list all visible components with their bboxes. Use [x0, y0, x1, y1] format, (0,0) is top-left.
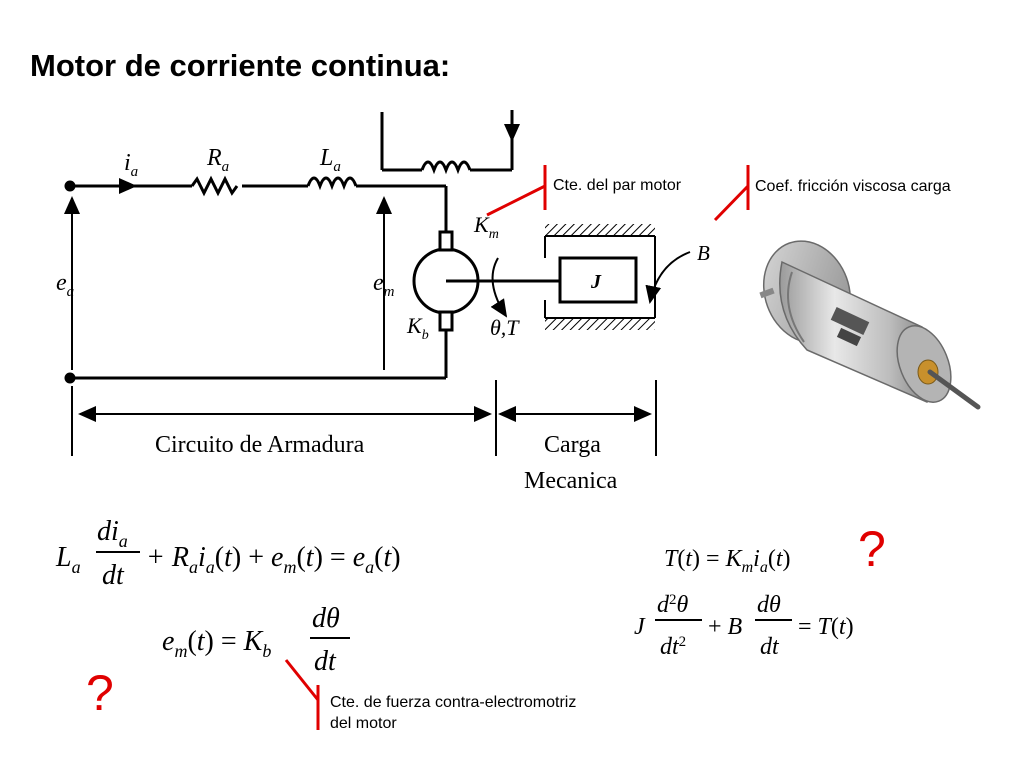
j-label: J: [590, 271, 602, 293]
la-label: La: [319, 145, 341, 175]
svg-text:dia: dia: [97, 516, 128, 551]
svg-text:= T(t): = T(t): [798, 614, 854, 640]
ea-label: ea: [56, 270, 74, 300]
svg-text:T(t) = Kmia(t): T(t) = Kmia(t): [664, 546, 790, 576]
svg-text:dθ: dθ: [757, 592, 781, 618]
ra-label: Ra: [206, 145, 229, 175]
svg-text:+ B: + B: [708, 614, 743, 640]
km-label: Km: [473, 212, 499, 242]
svg-text:dθ: dθ: [312, 603, 340, 634]
equation-1: La dia dt + Raia(t) + em(t) = ea(t): [55, 516, 401, 591]
theta-t-label: θ,T: [490, 315, 520, 340]
svg-text:+ Raia(t) + em(t) = ea(t): + Raia(t) + em(t) = ea(t): [146, 542, 401, 577]
load-label-2: Mecanica: [524, 468, 618, 494]
dc-motor-photo-icon: [759, 240, 981, 410]
svg-text:dt: dt: [314, 646, 337, 677]
kb-label: Kb: [406, 313, 429, 343]
b-label: B: [697, 241, 710, 265]
equation-3: T(t) = Kmia(t): [664, 546, 790, 576]
mechanical-load: [544, 224, 691, 330]
svg-text:dt: dt: [760, 634, 780, 660]
kb-note-1: Cte. de fuerza contra-electromotriz: [330, 694, 576, 711]
kb-note-2: del motor: [330, 715, 397, 732]
armature-circuit: [64, 110, 560, 384]
inductor-la: [306, 176, 358, 191]
em-label: em: [373, 270, 395, 300]
equation-4: J d2θ dt2 + B dθ dt = T(t): [634, 592, 854, 660]
svg-text:d2θ: d2θ: [657, 592, 689, 618]
ia-label: ia: [124, 150, 138, 180]
b-note: Coef. fricción viscosa carga: [755, 178, 951, 195]
question-mark-top: ?: [858, 521, 886, 577]
svg-text:dt: dt: [102, 560, 125, 591]
svg-text:J: J: [634, 614, 646, 640]
svg-text:La: La: [55, 542, 81, 577]
svg-text:dt2: dt2: [660, 634, 686, 660]
dimension-line: [71, 380, 657, 456]
annotation-leaders: [284, 165, 750, 730]
svg-text:em(t) = Kb: em(t) = Kb: [162, 626, 271, 661]
question-mark-bottom: ?: [86, 665, 114, 721]
armature-label: Circuito de Armadura: [155, 432, 365, 458]
page-title: Motor de corriente continua:: [30, 48, 451, 83]
equation-2: em(t) = Kb dθ dt: [162, 603, 350, 677]
km-note: Cte. del par motor: [553, 177, 682, 194]
inertia-block: [558, 256, 638, 304]
resistor-ra: [190, 175, 239, 197]
load-label-1: Carga: [544, 432, 601, 458]
